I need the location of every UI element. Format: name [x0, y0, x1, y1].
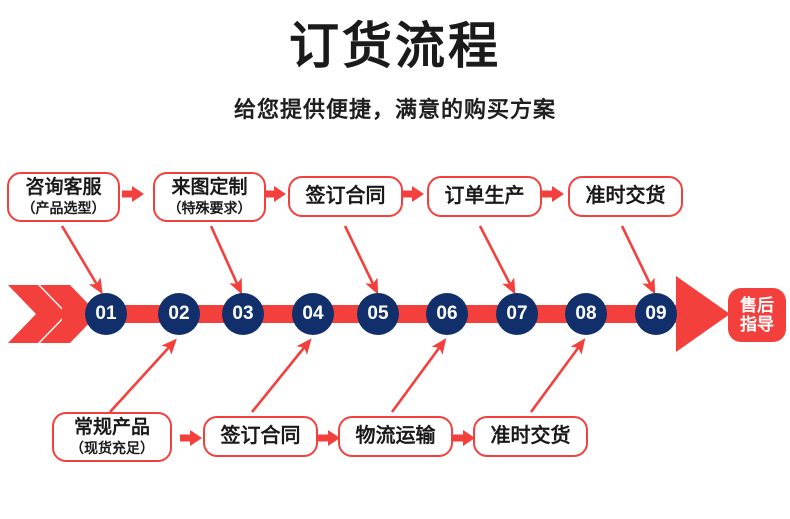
arrowhead-right: [676, 276, 730, 352]
connector-bottom-3: [390, 338, 447, 413]
connector-top-3: [343, 225, 379, 295]
after-sales-line-2: 指导: [740, 315, 774, 334]
top-step-box-3[interactable]: 签订合同: [288, 176, 403, 217]
step-circle-09[interactable]: 09: [635, 293, 677, 335]
top-step-4-title: 订单生产: [444, 185, 525, 207]
step-circle-03[interactable]: 03: [222, 293, 264, 335]
bottom-step-4-title: 准时交货: [490, 425, 571, 447]
connector-top-4: [478, 225, 516, 295]
bottom-step-box-4[interactable]: 准时交货: [473, 416, 588, 457]
top-step-box-2[interactable]: 来图定制 （特殊要求）: [153, 172, 266, 222]
bottom-step-box-3[interactable]: 物流运输: [338, 416, 453, 457]
chevron-left-inner: [40, 285, 98, 343]
bottom-row-arrows: [180, 430, 475, 446]
bottom-step-1-title: 常规产品: [73, 417, 150, 439]
bottom-step-box-1[interactable]: 常规产品 （现货充足）: [52, 412, 172, 462]
connector-bottom-1: [109, 338, 177, 413]
step-circle-07[interactable]: 07: [496, 293, 538, 335]
after-sales-line-1: 售后: [740, 295, 774, 315]
step-circle-04[interactable]: 04: [292, 293, 334, 335]
bottom-step-1-subtitle: （现货充足）: [70, 440, 154, 457]
connector-top-2: [209, 225, 242, 295]
connector-bottom-4: [529, 338, 586, 413]
top-step-box-4[interactable]: 订单生产: [427, 176, 542, 217]
top-step-2-subtitle: （特殊要求）: [167, 200, 252, 217]
top-step-box-1[interactable]: 咨询客服 （产品选型）: [7, 172, 120, 222]
step-circle-02[interactable]: 02: [158, 293, 200, 335]
connector-top-5: [620, 225, 656, 295]
step-circle-01[interactable]: 01: [85, 293, 127, 335]
step-circle-06[interactable]: 06: [426, 293, 468, 335]
bottom-step-box-2[interactable]: 签订合同: [203, 416, 318, 457]
top-step-3-title: 签订合同: [305, 185, 386, 207]
page-subtitle: 给您提供便捷，满意的购买方案: [233, 97, 556, 122]
after-sales-badge[interactable]: 售后 指导: [728, 288, 786, 342]
step-circle-05[interactable]: 05: [357, 293, 399, 335]
step-circle-08[interactable]: 08: [565, 293, 607, 335]
bottom-step-2-title: 签订合同: [220, 425, 301, 447]
page-title: 订货流程: [289, 18, 501, 74]
connector-top-1: [60, 225, 103, 295]
top-step-1-subtitle: （产品选型）: [21, 200, 106, 217]
top-step-5-title: 准时交货: [585, 185, 666, 207]
top-step-box-5[interactable]: 准时交货: [568, 176, 683, 217]
chevron-left-outer: [8, 285, 66, 343]
bottom-step-3-title: 物流运输: [355, 425, 436, 447]
top-step-2-title: 来图定制: [171, 177, 248, 199]
top-row-arrows: [122, 186, 564, 202]
connector-bottom-2: [250, 338, 312, 413]
top-step-1-title: 咨询客服: [25, 177, 102, 199]
